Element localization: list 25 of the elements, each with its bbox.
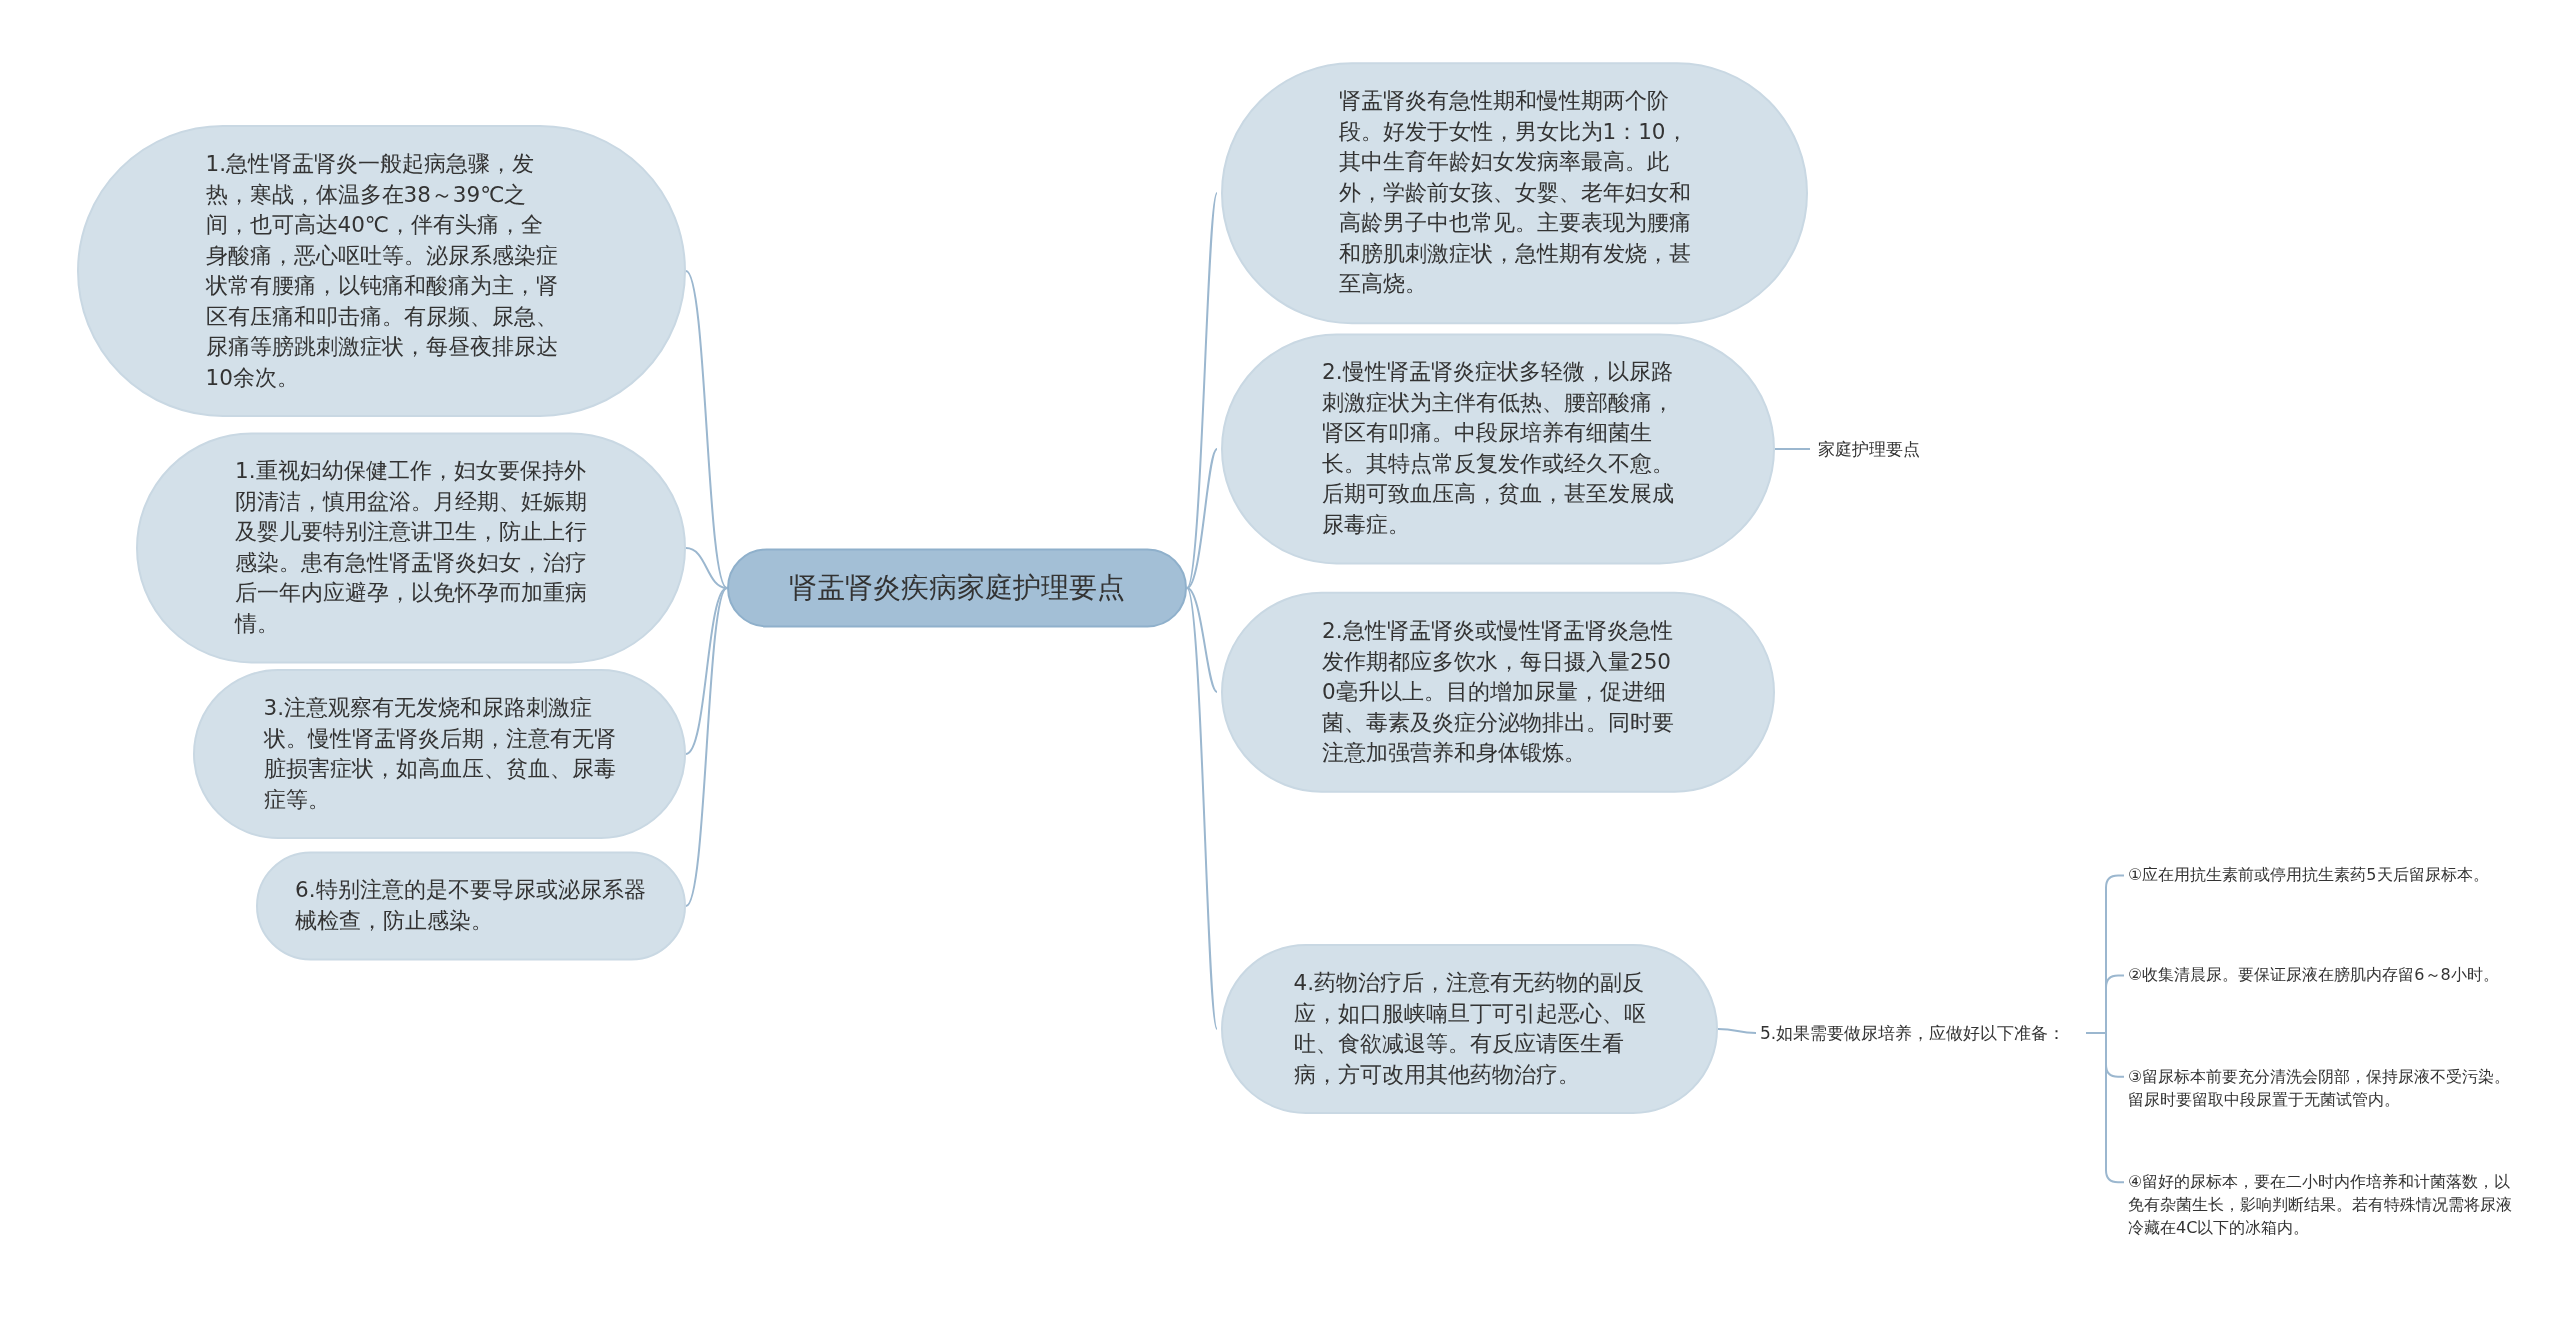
branch-text: 5.如果需要做尿培养，应做好以下准备： xyxy=(1760,1022,2066,1043)
connector-line xyxy=(1186,192,1218,589)
branch-text: ②收集清晨尿。要保证尿液在膀肌内存留6～8小时。 xyxy=(2128,965,2499,985)
topic-text: 肾盂肾炎疾病家庭护理要点 xyxy=(788,570,1126,607)
note-text: 1.急性肾盂肾炎一般起病急骤，发热，寒战，体温多在38～39℃之间，也可高达40℃，伴有头痛，全身酸痛，恶心呕吐等。泌尿系感染症状常有腰痛，以钝痛和酸痛为主，肾区有压痛和叩击痛。有尿频、尿急、尿痛等膀跳刺激症状，每昼夜排尿达10余次。 xyxy=(205,149,558,392)
note-text: 4.药物治疗后，注意有无药物的副反应，如口服峡喃旦丁可引起恶心、呕吐、食欲减退等。有反应请医生看病，方可改用其他药物治疗。 xyxy=(1293,968,1646,1089)
connector-line xyxy=(1186,587,1218,1030)
note-text: 1.重视妇幼保健工作，妇女要保持外阴清洁，慎用盆浴。月经期、妊娠期及婴儿要特别注意讲卫生，防止上行感染。患有急性肾盂肾炎妇女，治疗后一年内应避孕，以免怀孕而加重病情。 xyxy=(235,457,587,639)
connector-line xyxy=(1186,587,1218,693)
branch-text: 家庭护理要点 xyxy=(1818,438,1920,459)
note-text: 6.特别注意的是不要导尿或泌尿系器械检查，防止感染。 xyxy=(295,876,647,935)
connector-line xyxy=(685,270,728,589)
connector-line xyxy=(685,587,728,755)
note-text: 3.注意观察有无发烧和尿路刺激症状。慢性肾盂肾炎后期，注意有无肾脏损害症状，如高血压、贫血、尿毒症等。 xyxy=(263,693,616,814)
connector-line xyxy=(1186,448,1218,589)
connector-line xyxy=(1717,1028,1757,1034)
branch-text: ④留好的尿标本，要在二小时内作培养和计菌落数，以免有杂菌生长，影响判断结果。若有特殊情况需将尿液冷藏在4C以下的冰箱内。 xyxy=(2128,1172,2512,1238)
connector-line xyxy=(685,587,728,907)
note-text: 2.急性肾盂肾炎或慢性肾盂肾炎急性发作期都应多饮水，每日摄入量2500毫升以上。目的增加尿量，促进细菌、毒素及炎症分泌物排出。同时要注意加强营养和身体锻炼。 xyxy=(1322,616,1674,767)
note-text: 肾盂肾炎有急性期和慢性期两个阶段。好发于女性，男女比为1：10，其中生育年龄妇女发病率最高。此外，学龄前女孩、女婴、老年妇女和高龄男子中也常见。主要表现为腰痛和膀肌刺激症状，急性期有发烧，甚至高烧。 xyxy=(1338,87,1691,299)
branch-text: ①应在用抗生素前或停用抗生素药5天后留尿标本。 xyxy=(2128,865,2489,885)
connector-line xyxy=(1774,448,1811,450)
connector-line xyxy=(685,547,728,589)
branch-text: ③留尿标本前要充分清洗会阴部，保持尿液不受污染。留尿时要留取中段尿置于无菌试管内。 xyxy=(2128,1066,2511,1109)
note-text: 2.慢性肾盂肾炎症状多轻微，以尿路刺激症状为主伴有低热、腰部酸痛，肾区有叩痛。中段尿培养有细菌生长。其特点常反复发作或经久不愈。后期可致血压高，贫血，甚至发展成尿毒症。 xyxy=(1322,358,1674,540)
